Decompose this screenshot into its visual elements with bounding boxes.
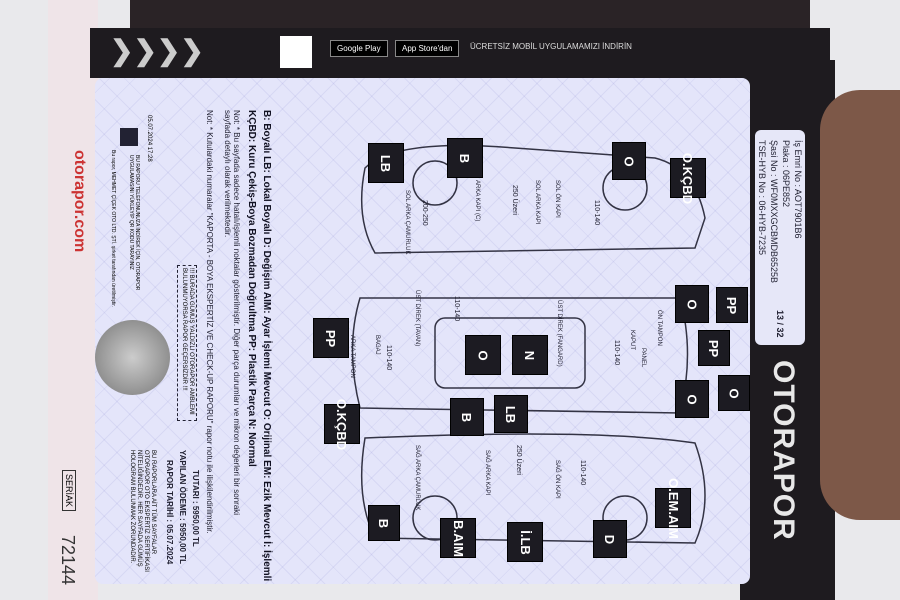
damage-label: O.KÇBD — [324, 398, 360, 450]
part-label: SOL ÖN KAPI — [554, 180, 560, 218]
damage-label: O.KÇBD — [670, 152, 706, 204]
payment-made: YAPILAN ÖDEME : 5950,00 TL — [178, 450, 187, 564]
footer-qr-text: BU RAPORU TELEFONUNUZA İNDİREK İÇİN, OTO… — [128, 155, 140, 291]
damage-label-text: N — [522, 350, 538, 360]
hologram-note: !!! BURADA GÜMÜŞ YALDIZLI OTORAPOR AMBLE… — [177, 265, 197, 421]
qr-code — [280, 36, 312, 68]
damage-label: B — [450, 398, 484, 436]
damage-label-text: B — [457, 153, 473, 163]
damage-label: LB — [368, 143, 404, 183]
footer-qr — [120, 128, 138, 146]
damage-label: B — [368, 505, 400, 541]
damage-label-text: D — [602, 534, 618, 544]
damage-label-text: O.KÇBD — [680, 152, 696, 204]
validity-note: BU RAPORLARA AİT TÜM SAYFALAR OTORAPOR O… — [129, 450, 156, 572]
damage-label: O.EM.AIM — [655, 478, 691, 538]
damage-label: LB — [494, 395, 528, 433]
header-bar: ❯❯❯❯ Google Play App Store'dan ÜCRETSİZ … — [90, 28, 830, 78]
damage-label-text: O.KÇBD — [334, 398, 350, 450]
banner-text: ÜCRETSİZ MOBİL UYGULAMAMIZI İNDİRİN — [470, 42, 632, 51]
damage-label: O — [718, 375, 750, 411]
damage-label: PP — [313, 318, 349, 358]
damage-label: İ.LB — [507, 522, 543, 562]
payment-total: TUTARI : 5950,00 TL — [191, 470, 200, 547]
damage-label-text: O — [684, 298, 700, 310]
legend-line1: B: Boyalı LB: Lokal Boyalı D: Değişim AI… — [261, 110, 272, 582]
micron-value: 250 Üzeri — [511, 185, 518, 215]
legend-line2: KÇBD: Kuru Çekiş-Boya Bozmadan Doğrultma… — [246, 110, 257, 467]
part-label: SAĞ ARKA KAPI — [484, 450, 490, 496]
damage-label: O — [675, 285, 709, 323]
micron-value: 110-140 — [579, 460, 586, 486]
damage-label: PP — [698, 330, 730, 366]
damage-label-text: O — [621, 155, 637, 167]
part-label: SOL ARKA KAPI — [534, 180, 540, 225]
page-number: 13 / 32 — [775, 310, 785, 338]
hologram-seal — [95, 320, 170, 395]
hand — [820, 90, 900, 520]
part-label: PANEL — [640, 348, 646, 368]
micron-value: 110-140 — [453, 296, 460, 322]
part-label: SAĞ ÖN KAPI — [554, 460, 560, 499]
damage-label-text: İ.LB — [517, 529, 533, 555]
chassis: Şasi No : WF0MXXGCBMDB6525B — [769, 140, 779, 284]
micron-value: 110-140 — [613, 340, 620, 366]
damage-label: N — [512, 335, 548, 375]
micron-value: 200-250 — [421, 200, 428, 226]
work-order: İş Emri No : AOT7901B6 — [793, 140, 803, 239]
google-play-button[interactable]: Google Play — [330, 40, 388, 57]
damage-label: O — [612, 142, 646, 180]
serial-number: 72144 — [58, 535, 78, 586]
report-date: RAPOR TARİHİ : 05.07.2024 — [165, 460, 174, 565]
damage-label: B — [447, 138, 483, 178]
damage-label-text: B — [459, 412, 475, 422]
part-label: ÜST DİREK (TAVAN) — [414, 290, 420, 347]
damage-label-text: B — [376, 518, 392, 528]
note1: Not: * Bu sayfada sadece hatalı/işlemli … — [223, 110, 241, 516]
part-label: SOL ARKA ÇAMURLUK — [404, 190, 410, 255]
damage-label-text: O — [726, 387, 742, 399]
damage-label-text: O — [475, 349, 491, 361]
part-label: BAGAJ — [374, 335, 380, 355]
damage-label-text: O.EM.AIM — [665, 477, 681, 539]
chevrons-icon: ❯❯❯❯ — [110, 35, 204, 66]
part-label: ARKA TAMPON — [349, 335, 355, 378]
damage-label: O — [465, 335, 501, 375]
footer-date: 05.07.2024 17:28 — [146, 115, 152, 162]
serial-label: SERİAK — [62, 470, 76, 512]
damage-label-text: LB — [503, 405, 519, 423]
tse-no: TSE-HYB No : 06-HYB-7235 — [757, 140, 767, 256]
part-label: ARKA KAPI (C) — [474, 180, 480, 222]
left-sheet-strip: otorapor.com SERİAK 72144 — [48, 0, 98, 600]
damage-label-text: O — [684, 393, 700, 405]
micron-value: 110-140 — [385, 345, 392, 371]
footer-company: Bu rapor, MEHMET ÇİÇEK OTO LTD. ŞTİ. şir… — [110, 150, 116, 307]
damage-label-text: PP — [706, 339, 722, 357]
brand-logo: OTORAPOR — [767, 360, 800, 541]
plate: Plaka : 06PE852 — [781, 140, 791, 208]
damage-label: D — [593, 520, 627, 558]
part-label: ÖN TAMPON — [656, 310, 662, 346]
damage-label: O — [675, 380, 709, 418]
site-text: otorapor.com — [71, 150, 88, 253]
damage-label: B.AIM — [440, 518, 476, 558]
damage-label-text: LB — [378, 154, 394, 172]
part-label: KAPUT — [629, 330, 635, 351]
info-box: İş Emri No : AOT7901B6 Plaka : 06PE852 Ş… — [755, 130, 805, 345]
part-label: ÜST DİREK (FANGARD) — [556, 300, 562, 367]
part-label: SAĞ ARKA ÇAMURLUK — [414, 445, 420, 511]
app-store-button[interactable]: App Store'dan — [395, 40, 460, 57]
damage-label: PP — [716, 287, 748, 323]
micron-value: 250 Üzeri — [515, 445, 522, 475]
damage-label-text: PP — [323, 329, 339, 347]
note2: Not: * Kutulardaki numaralar "KAPORTA - … — [205, 110, 214, 534]
damage-label-text: B.AIM — [450, 519, 466, 557]
damage-label-text: PP — [724, 296, 740, 314]
micron-value: 110-140 — [593, 200, 600, 226]
car-right-side — [360, 433, 706, 544]
